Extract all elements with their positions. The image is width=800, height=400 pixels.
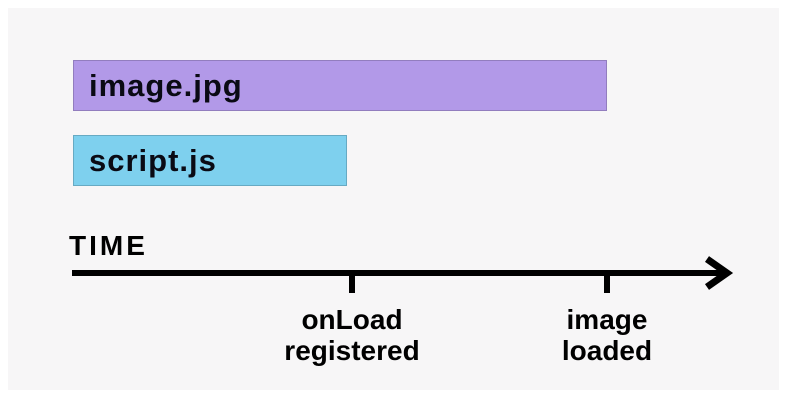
script-js-bar-label: script.js [89, 142, 217, 178]
image-jpg-bar-label: image.jpg [89, 67, 243, 103]
script-js-bar: script.js [73, 135, 347, 186]
image-loaded-label: image loaded [561, 304, 653, 366]
time-axis-label: TIME [69, 230, 148, 261]
image-jpg-bar: image.jpg [73, 60, 607, 111]
axis-arrowhead-icon [704, 256, 734, 290]
onload-registered-label: onLoad registered [284, 304, 420, 366]
diagram-canvas: image.jpg script.js TIME onLoad register… [8, 8, 779, 390]
time-axis [72, 256, 734, 293]
